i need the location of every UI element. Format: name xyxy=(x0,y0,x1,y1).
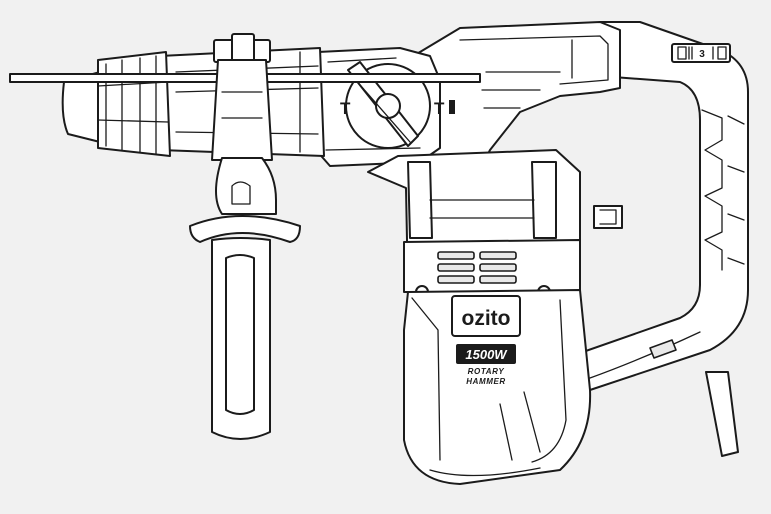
motor-vents xyxy=(437,251,517,284)
side-handle[interactable] xyxy=(189,157,301,440)
mode-symbol-left: T xyxy=(340,99,351,118)
speed-dial[interactable]: 3 xyxy=(671,43,731,63)
tool-type-line1: ROTARY xyxy=(468,367,505,376)
lower-housing xyxy=(403,289,592,485)
rating-badge: 1500W ROTARY HAMMER xyxy=(456,344,516,386)
brand-label: ozito xyxy=(451,295,521,337)
handle-clamp xyxy=(211,33,273,161)
brand-logo: ozito xyxy=(462,307,511,330)
chuck xyxy=(61,51,171,157)
speed-dial-value: 3 xyxy=(699,49,705,60)
motor-housing xyxy=(367,149,623,299)
tool-type-line2: HAMMER xyxy=(466,377,506,386)
mode-symbol-right: T xyxy=(434,99,445,118)
power-rating: 1500W xyxy=(465,347,508,362)
